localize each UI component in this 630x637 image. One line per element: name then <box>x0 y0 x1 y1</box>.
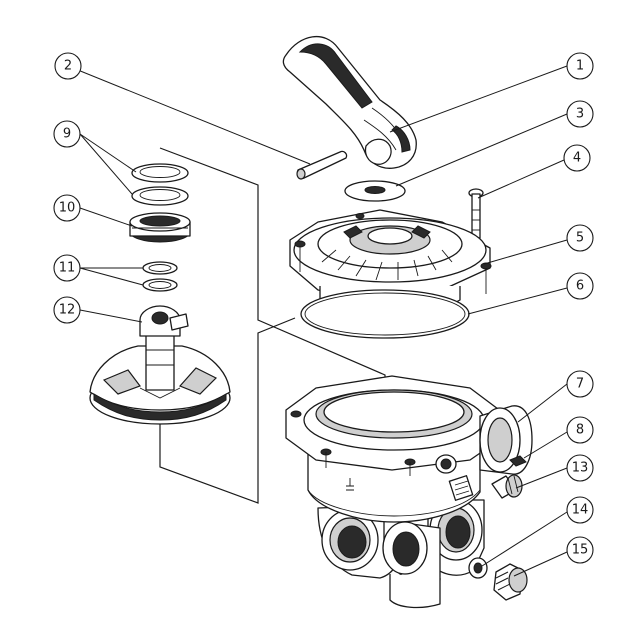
cap-part <box>493 563 528 601</box>
pin-part <box>296 150 348 180</box>
callout-5: 5 <box>566 224 594 252</box>
o-ring-part <box>300 289 470 339</box>
callout-13: 13 <box>566 454 594 482</box>
callout-12: 12 <box>53 296 81 324</box>
seal-ring-pair-part <box>131 163 189 206</box>
callout-10-label: 10 <box>59 201 76 216</box>
screw-part <box>468 188 484 239</box>
callout-11: 11 <box>53 254 81 282</box>
callout-7-label: 7 <box>576 377 584 392</box>
callout-9-label: 9 <box>63 127 71 142</box>
gasket-part <box>129 212 191 243</box>
callout-11-label: 11 <box>59 261 76 276</box>
callout-1-label: 1 <box>576 59 584 74</box>
callout-9: 9 <box>53 120 81 148</box>
callout-2-label: 2 <box>64 59 72 74</box>
callout-1: 1 <box>566 52 594 80</box>
rotor-part <box>89 305 231 425</box>
callout-15-label: 15 <box>572 543 589 558</box>
callout-10: 10 <box>53 194 81 222</box>
callout-2: 2 <box>54 52 82 80</box>
callout-8-label: 8 <box>576 423 584 438</box>
sealing-washer-part <box>468 557 488 579</box>
cover-part <box>289 209 492 310</box>
callout-4-label: 4 <box>573 151 581 166</box>
nut-part <box>509 455 527 467</box>
callout-15: 15 <box>566 536 594 564</box>
handle-part <box>282 35 417 169</box>
callout-6: 6 <box>566 272 594 300</box>
callout-14: 14 <box>566 496 594 524</box>
callout-4: 4 <box>563 144 591 172</box>
callout-12-label: 12 <box>59 303 76 318</box>
callout-14-label: 14 <box>572 503 589 518</box>
valve-housing-part <box>285 375 533 609</box>
callout-6-label: 6 <box>576 279 584 294</box>
callout-3: 3 <box>566 100 594 128</box>
leader-lines <box>67 65 568 577</box>
plug-part <box>491 474 523 499</box>
callout-13-label: 13 <box>572 461 589 476</box>
callout-3-label: 3 <box>576 107 584 122</box>
small-o-ring-pair-part <box>142 261 178 292</box>
callout-8: 8 <box>566 416 594 444</box>
callout-5-label: 5 <box>576 231 584 246</box>
washer-part <box>344 180 406 202</box>
callout-7: 7 <box>566 370 594 398</box>
